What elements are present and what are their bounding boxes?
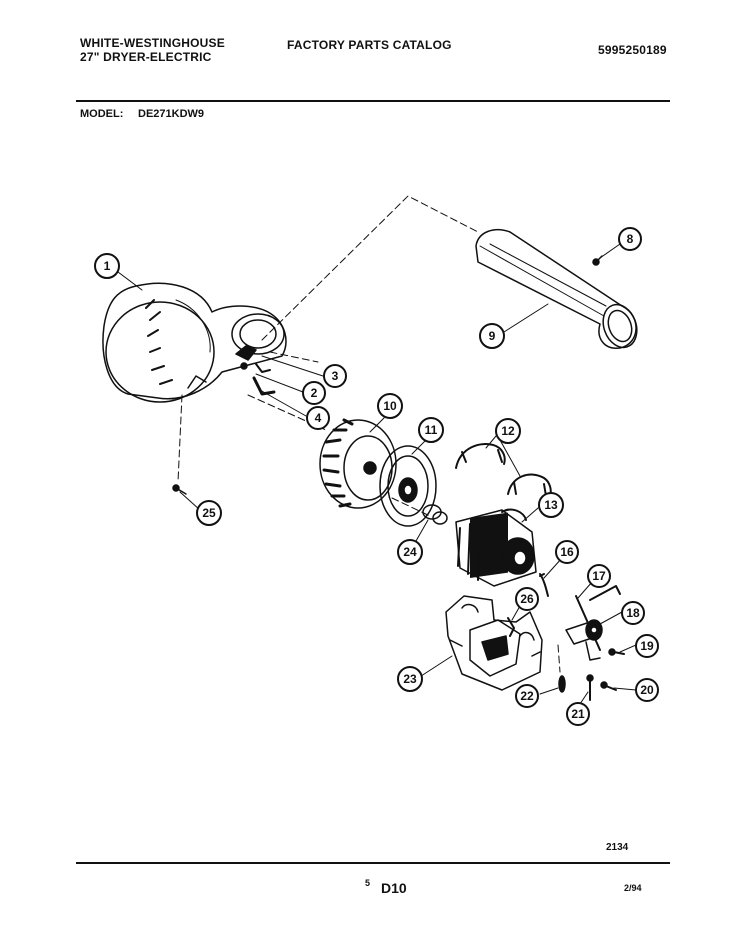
callout-23: 23 (397, 666, 423, 692)
page-label: D10 (381, 880, 407, 896)
callout-16: 16 (555, 540, 579, 564)
callout-1-label: 1 (104, 259, 111, 273)
spring-part (539, 573, 549, 597)
callout-22: 22 (515, 684, 539, 708)
callout-2: 2 (302, 381, 326, 405)
brand-name: WHITE-WESTINGHOUSE (80, 36, 225, 50)
svg-text:18: 18 (626, 606, 640, 620)
motor-part (455, 508, 537, 587)
callout-17: 17 (587, 564, 611, 588)
svg-text:8: 8 (627, 232, 634, 246)
catalog-title: FACTORY PARTS CATALOG (287, 38, 452, 52)
clip-bracket-parts (235, 345, 276, 396)
clip-part-26 (507, 617, 515, 637)
svg-text:26: 26 (520, 592, 534, 606)
svg-text:9: 9 (489, 329, 496, 343)
svg-text:25: 25 (202, 506, 216, 520)
svg-text:22: 22 (520, 689, 534, 703)
svg-text:23: 23 (403, 672, 417, 686)
motor-clamp-parts (455, 443, 552, 497)
callout-11: 11 (418, 417, 444, 443)
callout-leader-lines (117, 243, 637, 705)
callout-24: 24 (397, 539, 423, 565)
callout-10: 10 (377, 393, 403, 419)
fastener-parts (558, 648, 625, 701)
svg-text:20: 20 (640, 683, 654, 697)
svg-text:10: 10 (383, 399, 397, 413)
svg-text:13: 13 (544, 498, 558, 512)
model-number: DE271KDW9 (138, 108, 205, 120)
catalog-date: 2/94 (624, 883, 642, 893)
header-rule (76, 100, 670, 102)
blower-wheel-part (319, 418, 397, 509)
catalog-number: 5995250189 (598, 43, 667, 57)
svg-text:3: 3 (332, 369, 339, 383)
callout-18: 18 (621, 601, 645, 625)
svg-text:21: 21 (571, 707, 585, 721)
svg-text:12: 12 (501, 424, 515, 438)
callout-4: 4 (306, 406, 330, 430)
callout-8: 8 (618, 227, 642, 251)
page-prefix: 5 (365, 878, 371, 888)
svg-text:11: 11 (425, 423, 438, 437)
drum-housing-part (102, 282, 287, 403)
svg-text:17: 17 (592, 569, 606, 583)
svg-text:2: 2 (311, 386, 318, 400)
screw-part-8 (592, 255, 603, 266)
callouts: 1 2 3 4 8 9 10 11 12 13 16 17 18 19 20 2… (94, 227, 659, 726)
svg-text:16: 16 (560, 545, 574, 559)
callout-20: 20 (635, 678, 659, 702)
svg-text:24: 24 (403, 545, 417, 559)
model-label: MODEL: (80, 108, 124, 120)
screw-part-25 (172, 484, 187, 495)
bearing-part (422, 504, 448, 525)
callout-1: 1 (94, 253, 120, 279)
idler-assembly-part (565, 585, 621, 661)
pulley-part (379, 445, 437, 527)
callout-13: 13 (538, 492, 564, 518)
callout-12: 12 (495, 418, 521, 444)
callout-3: 3 (323, 364, 347, 388)
callout-19: 19 (635, 634, 659, 658)
callout-9: 9 (479, 323, 505, 349)
svg-text:4: 4 (315, 411, 322, 425)
callout-25: 25 (196, 500, 222, 526)
svg-text:19: 19 (640, 639, 654, 653)
callout-26: 26 (515, 587, 539, 611)
exhaust-duct-part (475, 228, 638, 349)
product-line: 27" DRYER-ELECTRIC (80, 50, 212, 64)
motor-mount-part (445, 595, 543, 691)
footer-rule (76, 862, 670, 864)
callout-21: 21 (566, 702, 590, 726)
illustration-code: 2134 (606, 842, 629, 853)
